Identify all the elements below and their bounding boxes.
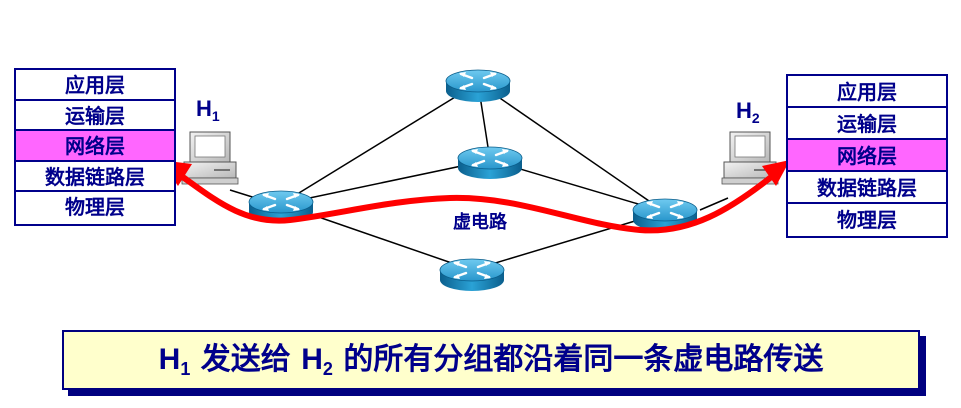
protocol-stack-left: 应用层运输层网络层数据链路层物理层 — [14, 68, 176, 226]
stack-left-layer-0: 应用层 — [16, 70, 174, 101]
stack-left-layer-3: 数据链路层 — [16, 162, 174, 193]
router-middle-icon — [456, 145, 524, 181]
path-arrowhead-right — [762, 160, 790, 186]
stack-right-layer-4: 物理层 — [837, 208, 897, 232]
caption-box: H1 发送给 H2 的所有分组都沿着同一条虚电路传送 — [62, 330, 920, 390]
stack-left-layer-1: 运输层 — [16, 101, 174, 132]
stack-right-layer-0: 应用层 — [788, 76, 946, 108]
host-h1-label: H1 — [196, 96, 220, 124]
stack-right-layer-2: 网络层 — [788, 140, 946, 172]
host-h2-label: H2 — [736, 98, 760, 126]
virtual-circuit-label: 虚电路 — [453, 212, 507, 233]
stack-left-layer-2: 网络层 — [16, 131, 174, 162]
stack-right-layer-1: 运输层 — [788, 108, 946, 140]
router-bottom-icon — [438, 257, 506, 293]
router-top-icon — [444, 68, 512, 104]
stack-right-layer-3: 数据链路层 — [788, 172, 946, 204]
host-h1-computer-icon — [181, 131, 239, 185]
stack-left-layer-4: 物理层 — [65, 195, 125, 220]
protocol-stack-right: 应用层运输层网络层数据链路层物理层 — [786, 74, 948, 238]
